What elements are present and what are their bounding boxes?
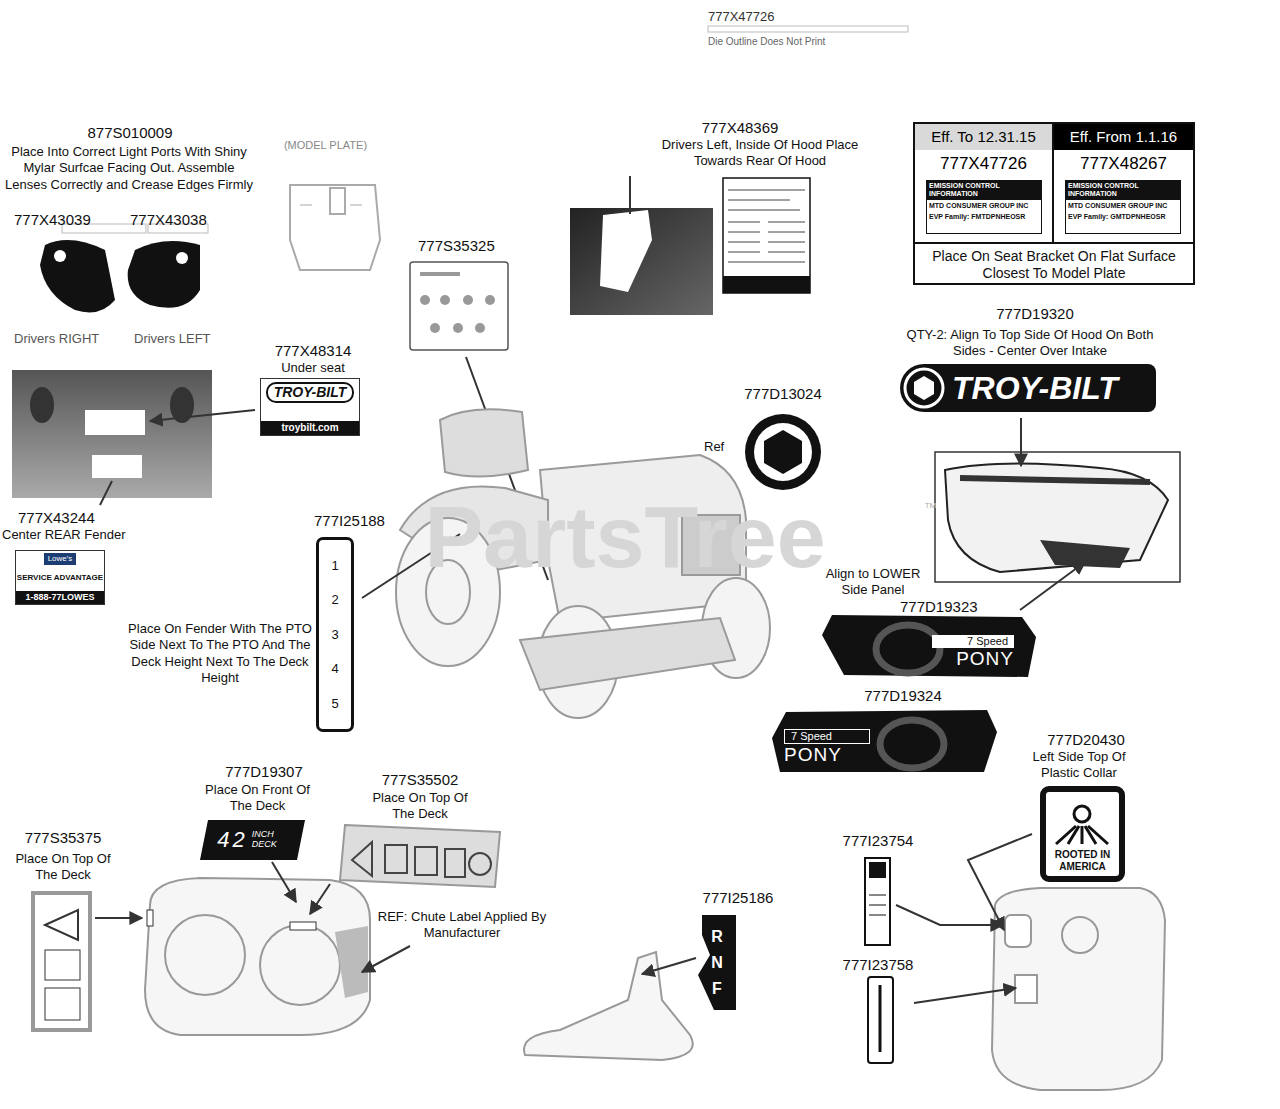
decal-text: F <box>712 979 722 998</box>
part-number: 777X47726 <box>708 9 798 25</box>
height-decal: 1 2 3 4 5 <box>316 537 354 732</box>
model-decal: 7 SpeedPONY <box>822 613 1036 678</box>
decal-text: Place On Seat Bracket On Flat Surface Cl… <box>921 248 1187 282</box>
part-number: 777D19320 <box>968 305 1102 324</box>
decal-text: 3 <box>331 627 338 643</box>
note-text: Place On Front Of The Deck <box>205 782 310 815</box>
part-number: 777D20430 <box>1030 731 1142 750</box>
origin-decal: ROOTED IN AMERICA <box>1040 786 1125 882</box>
emission-decal: EMISSION CONTROL INFORMATIONMTD CONSUMER… <box>1065 180 1181 234</box>
decal-text: 42 <box>217 827 247 853</box>
note-text: Place On Top Of The Deck <box>365 790 475 823</box>
part-number: 777D19323 <box>900 598 1000 617</box>
watermark: ™ <box>924 500 948 516</box>
brand-decal: TROY-BILT <box>900 364 1156 412</box>
note-text: Drivers RIGHT <box>14 331 129 347</box>
support-decal: TROY-BILT troybilt.com <box>260 378 360 436</box>
decal-text: MTD CONSUMER GROUP INC <box>1066 200 1180 212</box>
note-text: Place On Fender With The PTO Side Next T… <box>118 621 322 686</box>
part-number: 777X43039 <box>14 211 114 230</box>
part-number: 777S35502 <box>370 771 470 790</box>
decal-text: MTD CONSUMER GROUP INC <box>927 200 1041 212</box>
part-number: 777I23758 <box>828 956 928 975</box>
note-text: Die Outline Does Not Print <box>708 36 908 49</box>
decal-text: TROY-BILT <box>266 382 355 403</box>
decal-text: ROOTED IN AMERICA <box>1048 849 1117 872</box>
decal-text: Lowe's <box>44 553 77 565</box>
decal-text: 1 <box>331 558 338 574</box>
note-text: Left Side Top Of Plastic Collar <box>1013 749 1145 782</box>
decal-text: SERVICE ADVANTAGE <box>17 573 103 583</box>
decal-text: EVP Family: FMTDPNHEOSR <box>927 212 1041 222</box>
decal-text: 4 <box>331 661 338 677</box>
part-number: 777D19324 <box>848 687 958 706</box>
decal-text: Eff. From 1.1.16 <box>1054 124 1193 150</box>
emission-decal: EMISSION CONTROL INFORMATIONMTD CONSUMER… <box>926 180 1042 234</box>
shift-decal: RNF <box>698 915 736 1010</box>
decal-text: EMISSION CONTROL INFORMATION <box>927 181 1041 200</box>
decal-text: 7 Speed <box>932 635 1014 648</box>
part-number: 777X43038 <box>130 211 230 230</box>
decal-text: EMISSION CONTROL INFORMATION <box>1066 181 1180 200</box>
note-text: (MODEL PLATE) <box>268 139 383 153</box>
deck-size-decal: 42INCH DECK <box>200 820 305 860</box>
decal-text: troybilt.com <box>261 421 359 435</box>
note-text: Ref <box>704 439 744 455</box>
decal-text: N <box>711 953 723 972</box>
note-text: Center REAR Fender <box>2 527 152 543</box>
part-number: 777X48314 <box>258 342 368 361</box>
decal-text: Eff. To 12.31.15 <box>915 124 1052 150</box>
part-number: 777S35325 <box>418 237 518 256</box>
decal-text: PONY <box>784 744 842 767</box>
note-text: Place Into Correct Light Ports With Shin… <box>4 144 254 193</box>
table-cell: Eff. To 12.31.15 777X47726EMISSION CONTRO… <box>915 124 1054 244</box>
part-number: 777X48369 <box>690 119 790 138</box>
table-cell: Eff. From 1.1.16 777X48267EMISSION CONTRO… <box>1054 124 1193 244</box>
part-number: 777I25188 <box>314 512 414 531</box>
part-number: 777S35375 <box>8 829 118 848</box>
service-decal: Lowe'sSERVICE ADVANTAGE 1-888-77LOWES <box>15 550 105 605</box>
note-text: QTY-2: Align To Top Side Of Hood On Both… <box>898 327 1162 360</box>
emission-table: Place On Seat Bracket On Flat Surface Cl… <box>913 122 1195 285</box>
part-number: 777I25186 <box>688 889 788 908</box>
note-text: Place On Top Of The Deck <box>8 851 118 884</box>
model-decal: 7 SpeedPONY <box>772 708 997 774</box>
decal-text: INCH DECK <box>252 830 288 850</box>
decal-text: 777X47726 <box>915 154 1052 174</box>
decal-text: 777X48267 <box>1054 154 1193 174</box>
decal-text: R <box>711 927 723 946</box>
part-number: 777I23754 <box>828 832 928 851</box>
note-text: REF: Chute Label Applied By Manufacturer <box>372 909 552 942</box>
part-number: 877S010009 <box>60 124 200 143</box>
decal-text: EVP Family: GMTDPNHEOSR <box>1066 212 1180 222</box>
decal-text: PONY <box>956 648 1014 671</box>
decal-text: 2 <box>331 592 338 608</box>
decal-text: 5 <box>331 696 338 712</box>
decal-text: 7 Speed <box>784 729 870 744</box>
note-text: Align to LOWER Side Panel <box>812 566 934 599</box>
part-number: 777D19307 <box>208 763 320 782</box>
decal-text: 1-888-77LOWES <box>16 591 104 604</box>
note-text: Drivers Left, Inside Of Hood Place Towar… <box>650 137 870 170</box>
part-number: 777X43244 <box>18 509 128 528</box>
decal-text: TROY-BILT <box>952 369 1118 407</box>
note-text: Drivers LEFT <box>134 331 239 347</box>
part-number: 777D13024 <box>728 385 838 404</box>
note-text: Under seat <box>258 360 368 376</box>
